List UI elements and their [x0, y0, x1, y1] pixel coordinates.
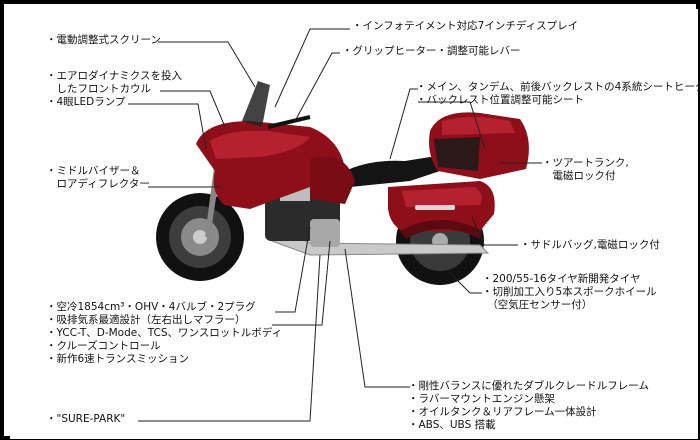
leader-frame	[344, 248, 410, 388]
callout-backrest-text: ・バックレスト位置調整可能シート	[416, 94, 584, 106]
callout-led: ・4眼LEDランプ	[46, 96, 126, 108]
side-cover	[310, 156, 355, 204]
callout-tire-line2: ・切削加工入り5本スポークホイール	[482, 286, 657, 298]
front-wheel	[156, 193, 244, 281]
leader-saddlebag	[471, 216, 518, 246]
callout-grip-heater-text: ・グリップヒーター・調整可能レバー	[342, 45, 521, 57]
callout-visor-line1: ・ミドルバイザー＆	[46, 165, 141, 177]
callout-cowl-line1: ・エアロダイナミクスを投入	[46, 70, 182, 82]
leader-screen	[158, 41, 256, 88]
callout-saddlebag-text: ・サドルバッグ,電磁ロック付	[520, 239, 660, 251]
callout-engine-line5: ・新作6速トランスミッション	[46, 353, 189, 365]
callout-engine-line1: ・空冷1854cm³・OHV・4バルブ・2プラグ	[46, 301, 256, 313]
callout-visor: ・ミドルバイザー＆ ロアディフレクター	[46, 165, 150, 191]
callout-visor-line2: ロアディフレクター	[46, 178, 150, 190]
leader-engine	[275, 226, 311, 313]
rear-fender	[400, 220, 482, 239]
fairing-highlight	[210, 130, 310, 159]
callout-seat-heater-text: ・メイン、タンデム、前後バックレストの4系統シートヒーター	[416, 81, 700, 93]
callout-engine-line2: ・吸排気系最適設計（左右出しマフラー）	[46, 314, 246, 326]
callout-frame-line4: ・ABS、UBS 搭載	[408, 419, 496, 431]
leader-infotainment	[274, 28, 350, 108]
leader-backrest	[418, 101, 486, 150]
callout-frame: ・剛性バランスに優れたダブルクレードルフレーム ・ラバーマウントエンジン懸架 ・…	[408, 380, 649, 432]
callout-frame-line2: ・ラバーマウントエンジン懸架	[408, 393, 555, 405]
callout-engine: ・空冷1854cm³・OHV・4バルブ・2プラグ ・吸排気系最適設計（左右出しマ…	[46, 301, 282, 366]
leader-sure-park	[138, 254, 321, 422]
handlebar	[267, 115, 311, 129]
callout-saddlebag: ・サドルバッグ,電磁ロック付	[520, 239, 660, 252]
seat	[340, 157, 441, 187]
callout-sure-park-text: ・"SURE-PARK"	[46, 413, 126, 425]
saddlebag-chrome-trim	[415, 205, 455, 210]
callout-engine-line3: ・YCC-T、D-Mode、TCS、ワンスロットルボディ	[46, 327, 283, 339]
leader-engine-2	[272, 240, 331, 326]
leader-led	[128, 103, 207, 150]
callout-frame-line1: ・剛性バランスに優れたダブルクレードルフレーム	[408, 380, 649, 392]
callout-infotainment: ・インフォテイメント対応7インチディスプレイ	[352, 20, 578, 33]
callout-infotainment-text: ・インフォテイメント対応7インチディスプレイ	[352, 20, 579, 32]
slide-canvas: ・電動調整式スクリーン ・エアロダイナミクスを投入 したフロントカウル ・4眼L…	[10, 9, 700, 439]
callout-engine-line4: ・クルーズコントロール	[46, 340, 161, 352]
windscreen	[242, 81, 270, 127]
leader-seat-heater	[389, 88, 418, 160]
callout-screen-text: ・電動調整式スクリーン	[46, 34, 161, 46]
callout-tire-line1: ・200/55-16タイヤ新開発タイヤ	[482, 273, 641, 285]
motorcycle-illustration	[156, 81, 529, 285]
leader-cowl	[160, 90, 226, 128]
callout-tire-line3: （空気圧センサー付）	[482, 299, 593, 311]
callout-grip-heater: ・グリップヒーター・調整可能レバー	[342, 45, 521, 58]
callout-trunk-line2: 電磁ロック付	[542, 170, 616, 182]
callout-trunk-line1: ・ツアートランク,	[542, 157, 629, 169]
callout-frame-line3: ・オイルタンク＆リアフレーム一体設計	[408, 406, 597, 418]
trunk-lid-dark	[434, 137, 480, 171]
callout-seat-heater: ・メイン、タンデム、前後バックレストの4系統シートヒーター ・バックレスト位置調…	[416, 81, 700, 107]
callout-sure-park: ・"SURE-PARK"	[46, 413, 125, 426]
callout-cowl-line2: したフロントカウル	[46, 83, 151, 95]
callout-leader-lines	[128, 28, 542, 422]
callout-trunk: ・ツアートランク, 電磁ロック付	[542, 157, 629, 183]
trunk-highlight	[442, 117, 515, 135]
callout-screen: ・電動調整式スクリーン	[46, 34, 161, 47]
callout-tire: ・200/55-16タイヤ新開発タイヤ ・切削加工入り5本スポークホイール （空…	[482, 273, 657, 312]
leader-grip	[294, 52, 340, 122]
leader-tire	[447, 270, 482, 294]
saddlebag-highlight	[402, 187, 482, 207]
callout-cowl: ・エアロダイナミクスを投入 したフロントカウル ・4眼LEDランプ	[46, 70, 182, 109]
engine	[265, 181, 340, 247]
